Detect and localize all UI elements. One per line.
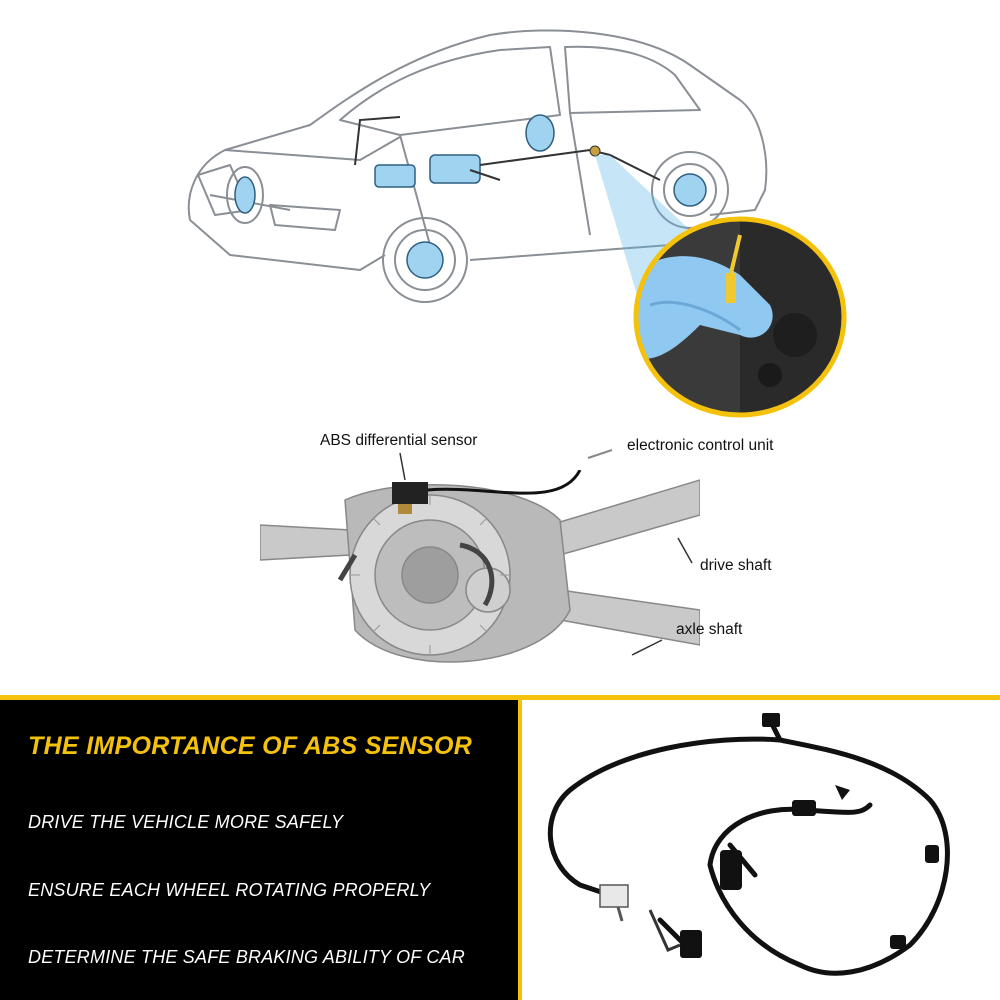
label-leader-lines: [399, 449, 693, 656]
differential-illustration: [260, 470, 700, 663]
zoom-photo: [633, 216, 847, 418]
point-1: DRIVE THE VEHICLE MORE SAFELY: [28, 812, 344, 832]
drive-shaft-label: drive shaft: [700, 557, 772, 574]
abs-sensor-cable-product: [547, 713, 950, 976]
point-3: DETERMINE THE SAFE BRAKING ABILITY OF CA…: [28, 947, 465, 967]
panel-title: THE IMPORTANCE OF ABS SENSOR: [28, 732, 473, 760]
point-2: ENSURE EACH WHEEL ROTATING PROPERLY: [28, 880, 431, 900]
product-panel: [522, 700, 1000, 1000]
ecu-label: electronic control unit: [627, 437, 774, 454]
axle-shaft-label: axle shaft: [676, 621, 743, 638]
info-panel: [0, 700, 522, 1000]
yellow-vertical-divider: [518, 700, 523, 1000]
abs-sensor-label: ABS differential sensor: [320, 432, 478, 449]
yellow-divider: [0, 695, 1000, 700]
